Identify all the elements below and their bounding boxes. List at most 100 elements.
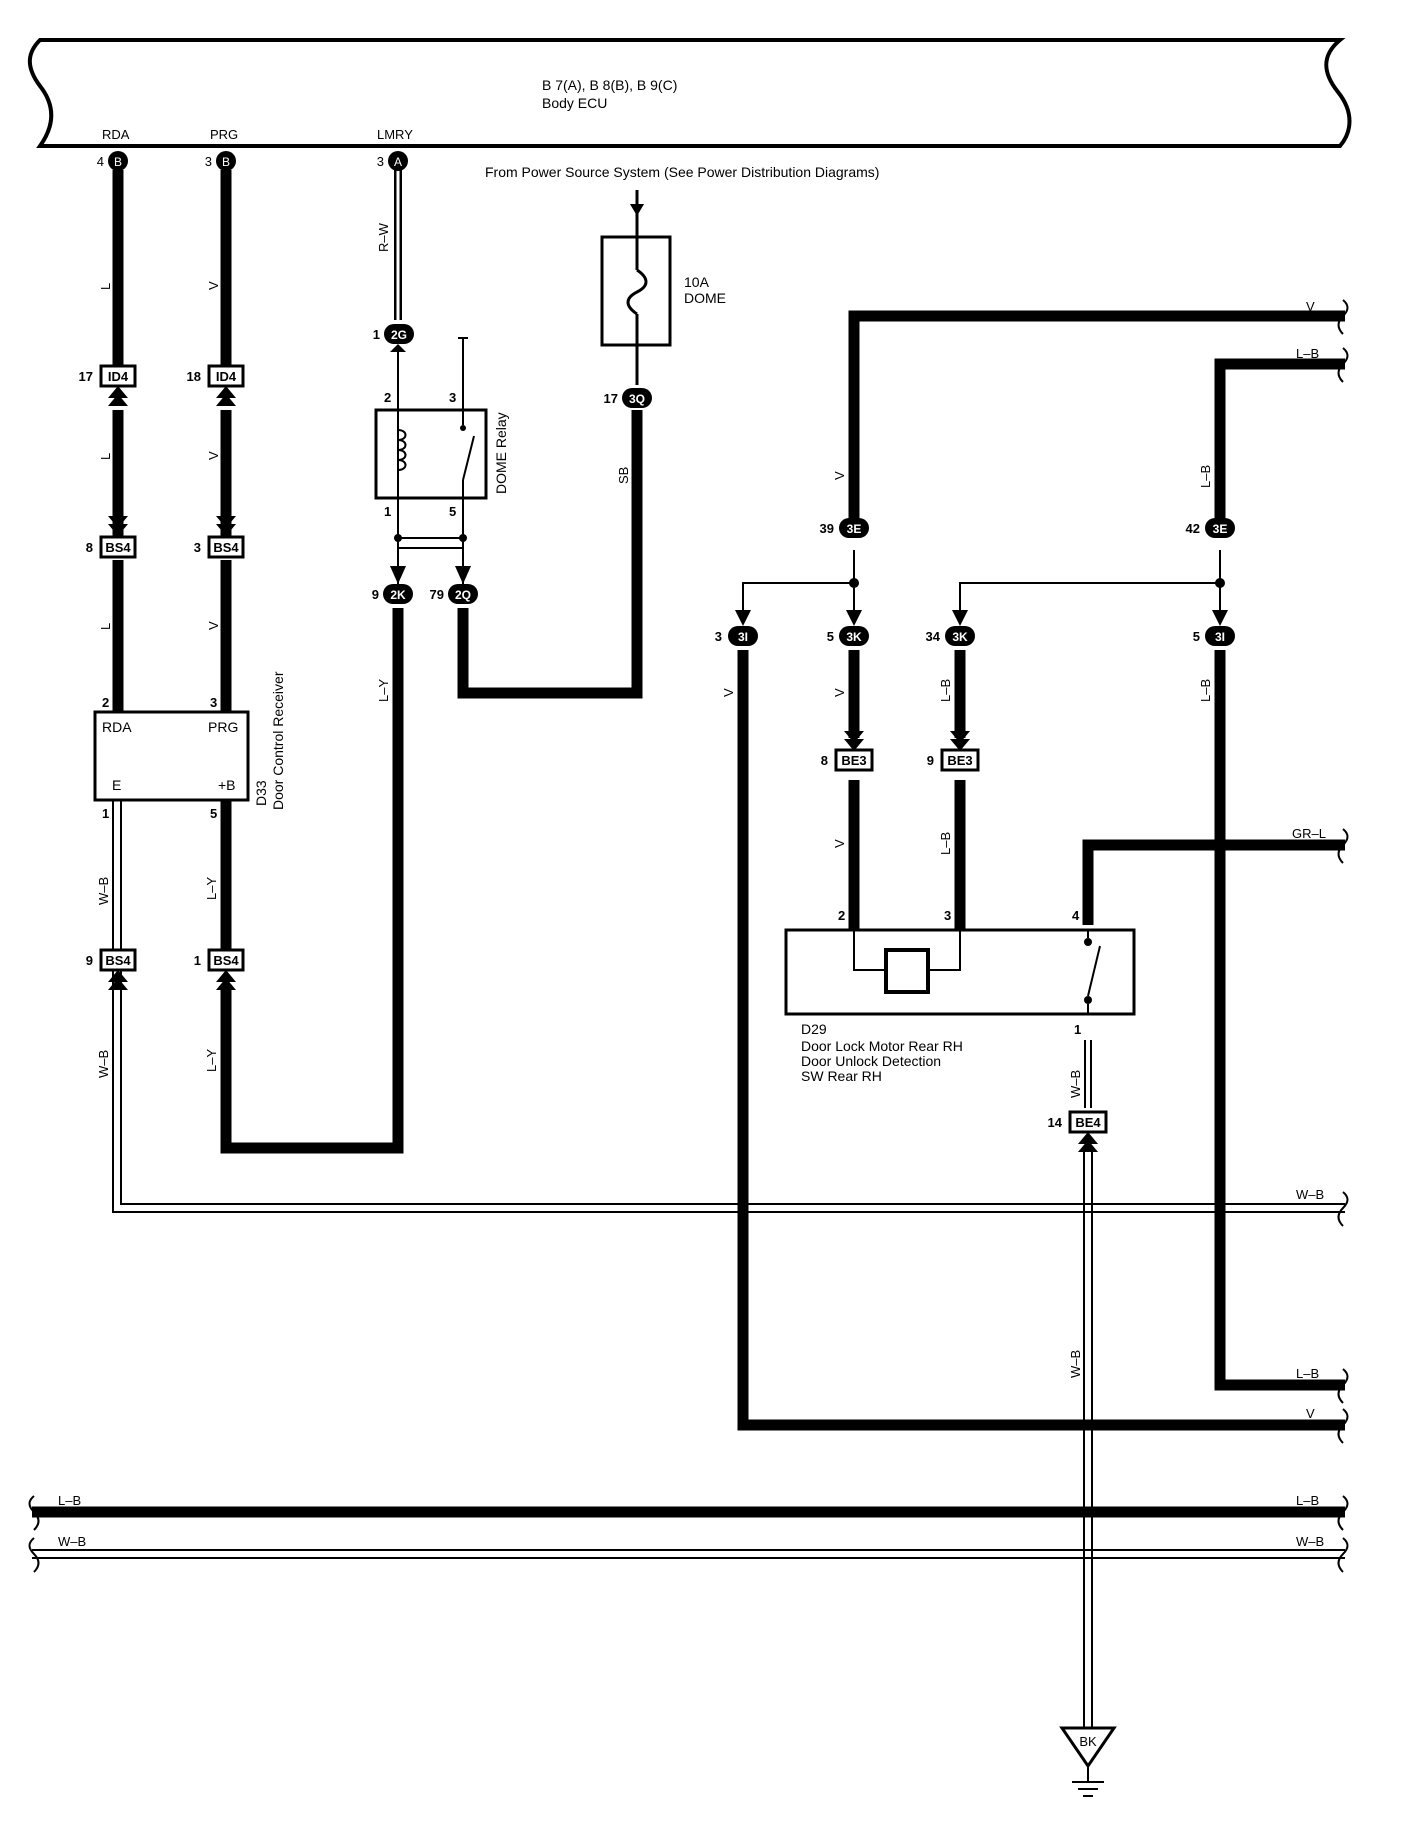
motor-name-3: SW Rear RH bbox=[801, 1068, 882, 1084]
svg-text:ID4: ID4 bbox=[216, 369, 237, 384]
svg-text:2: 2 bbox=[838, 908, 845, 923]
power-source-note: From Power Source System (See Power Dist… bbox=[485, 164, 879, 180]
svg-text:9: 9 bbox=[86, 953, 93, 968]
svg-text:A: A bbox=[394, 155, 402, 169]
svg-text:V: V bbox=[206, 451, 221, 460]
svg-text:5: 5 bbox=[827, 629, 834, 644]
svg-text:3E: 3E bbox=[1213, 522, 1228, 536]
junction-3k-34: 3K 34 bbox=[926, 626, 975, 646]
svg-text:W–B: W–B bbox=[96, 877, 111, 905]
junction-3q: 3Q 17 bbox=[604, 388, 652, 408]
svg-text:3: 3 bbox=[449, 390, 456, 405]
svg-text:2K: 2K bbox=[390, 588, 406, 602]
svg-text:W–B: W–B bbox=[1296, 1534, 1324, 1549]
svg-text:L–B: L–B bbox=[1198, 465, 1213, 488]
svg-text:ID4: ID4 bbox=[108, 369, 129, 384]
svg-text:3K: 3K bbox=[846, 630, 862, 644]
ecu-terminals: B 4 B 3 A 3 bbox=[97, 151, 408, 171]
svg-text:B: B bbox=[222, 155, 230, 169]
junction-3e-42: 3E 42 bbox=[1186, 518, 1235, 538]
svg-text:17: 17 bbox=[79, 369, 93, 384]
svg-text:L–Y: L–Y bbox=[204, 877, 219, 900]
junction-2k: 2K 9 bbox=[372, 584, 413, 604]
svg-text:1: 1 bbox=[102, 806, 109, 821]
svg-text:SB: SB bbox=[616, 467, 631, 484]
receiver-id: D33 bbox=[253, 780, 269, 806]
connector-bs4-9: BS4 9 bbox=[86, 948, 137, 972]
svg-text:BS4: BS4 bbox=[105, 540, 131, 555]
svg-text:L–B: L–B bbox=[1296, 346, 1319, 361]
svg-text:V: V bbox=[832, 688, 847, 697]
svg-text:BE3: BE3 bbox=[947, 753, 972, 768]
ecu-title: B 7(A), B 8(B), B 9(C) bbox=[542, 77, 677, 93]
svg-text:1: 1 bbox=[1074, 1022, 1081, 1037]
junction-2g: 2G 1 bbox=[373, 324, 414, 344]
svg-text:L–Y: L–Y bbox=[204, 1049, 219, 1072]
connector-bs4-3: BS4 3 bbox=[194, 535, 245, 559]
svg-text:2: 2 bbox=[384, 390, 391, 405]
splice-dots bbox=[394, 534, 1225, 588]
svg-text:79: 79 bbox=[430, 587, 444, 602]
terminal-rda-label: RDA bbox=[102, 127, 130, 142]
svg-text:L: L bbox=[98, 283, 113, 290]
svg-text:5: 5 bbox=[210, 806, 217, 821]
svg-text:W–B: W–B bbox=[58, 1534, 86, 1549]
ecu-name: Body ECU bbox=[542, 95, 607, 111]
svg-text:42: 42 bbox=[1186, 521, 1200, 536]
svg-text:17: 17 bbox=[604, 391, 618, 406]
svg-text:3I: 3I bbox=[1215, 630, 1225, 644]
connector-bs4-1: BS4 1 bbox=[194, 948, 245, 972]
junction-3i-3: 3I 3 bbox=[715, 626, 758, 646]
svg-text:2: 2 bbox=[102, 695, 109, 710]
svg-text:3E: 3E bbox=[847, 522, 862, 536]
svg-text:5: 5 bbox=[1193, 629, 1200, 644]
connector-id4-18: ID4 18 bbox=[187, 364, 245, 388]
svg-text:V: V bbox=[206, 621, 221, 630]
wire-labels: L L L W–B W–B V V V L–Y L–Y R–W L–Y SB V… bbox=[58, 222, 1326, 1549]
door-lock-motor: 2 3 4 1 D29 Door Lock Motor Rear RH Door… bbox=[784, 908, 1136, 1084]
svg-text:V: V bbox=[1306, 1406, 1315, 1421]
svg-text:V: V bbox=[832, 471, 847, 480]
connector-bs4-8: BS4 8 bbox=[86, 535, 137, 559]
svg-text:L: L bbox=[98, 623, 113, 630]
svg-text:3I: 3I bbox=[738, 630, 748, 644]
svg-text:PRG: PRG bbox=[208, 719, 238, 735]
svg-text:L–Y: L–Y bbox=[376, 679, 391, 702]
svg-text:BE4: BE4 bbox=[1075, 1115, 1101, 1130]
svg-text:3Q: 3Q bbox=[629, 392, 645, 406]
svg-text:L–B: L–B bbox=[58, 1493, 81, 1508]
svg-text:V: V bbox=[832, 839, 847, 848]
power-arrow bbox=[630, 204, 644, 216]
fuse-name: DOME bbox=[684, 290, 726, 306]
round-connectors: 2G 1 3Q 17 2K 9 2Q 79 3E 39 3E 42 bbox=[372, 324, 1235, 646]
svg-text:L–B: L–B bbox=[938, 679, 953, 702]
svg-text:BK: BK bbox=[1079, 1734, 1097, 1749]
svg-text:E: E bbox=[112, 777, 121, 793]
door-control-receiver: RDA PRG E +B 2 3 1 5 D33 Door Control Re… bbox=[93, 671, 286, 821]
svg-text:L–B: L–B bbox=[938, 832, 953, 855]
svg-text:14: 14 bbox=[1048, 1115, 1063, 1130]
fuse-10a-dome: 10A DOME bbox=[600, 216, 726, 347]
svg-text:3: 3 bbox=[210, 695, 217, 710]
svg-text:1: 1 bbox=[373, 327, 380, 342]
svg-text:W–B: W–B bbox=[1296, 1187, 1324, 1202]
svg-text:9: 9 bbox=[927, 753, 934, 768]
svg-text:34: 34 bbox=[926, 629, 941, 644]
svg-text:8: 8 bbox=[86, 540, 93, 555]
svg-text:RDA: RDA bbox=[102, 719, 132, 735]
svg-text:B: B bbox=[114, 155, 122, 169]
svg-text:2G: 2G bbox=[391, 328, 407, 342]
motor-name-1: Door Lock Motor Rear RH bbox=[801, 1038, 963, 1054]
svg-text:GR–L: GR–L bbox=[1292, 826, 1326, 841]
connector-be4-14: BE4 14 bbox=[1048, 1110, 1108, 1134]
svg-text:BS4: BS4 bbox=[105, 953, 131, 968]
svg-text:L–B: L–B bbox=[1296, 1493, 1319, 1508]
junction-3k-5: 3K 5 bbox=[827, 626, 869, 646]
terminal-prg-label: PRG bbox=[210, 127, 238, 142]
rect-connectors: ID4 17 ID4 18 BS4 8 BS4 3 BS4 9 BS4 1 bbox=[79, 364, 1108, 1134]
svg-text:L–B: L–B bbox=[1198, 679, 1213, 702]
svg-text:W–B: W–B bbox=[1068, 1070, 1083, 1098]
terminal-lmry-label: LMRY bbox=[377, 127, 413, 142]
motor-name-2: Door Unlock Detection bbox=[801, 1053, 941, 1069]
connector-be3-8: BE3 8 bbox=[821, 748, 874, 772]
